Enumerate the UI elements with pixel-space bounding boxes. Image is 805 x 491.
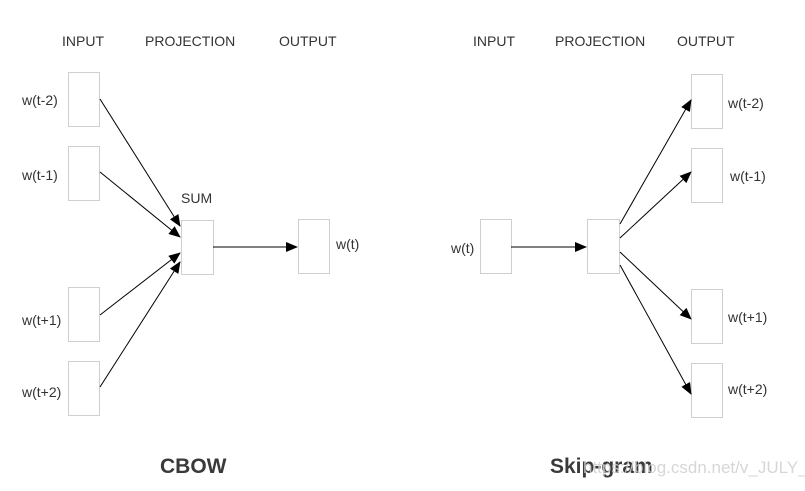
- cbow-input-label: w(t+2): [22, 384, 62, 400]
- cbow-input-label: w(t-1): [22, 167, 58, 183]
- skipgram-input-label: w(t): [451, 240, 475, 256]
- skipgram-input-box: [480, 219, 512, 274]
- skipgram-projection-box: [587, 219, 620, 274]
- cbow-input-box: [68, 146, 100, 201]
- arrow: [99, 261, 181, 388]
- skipgram-output-box: [691, 148, 723, 203]
- arrow: [619, 251, 692, 320]
- skipgram-header-input: INPUT: [473, 33, 515, 49]
- cbow-header-projection: PROJECTION: [145, 33, 236, 49]
- cbow-sum-label: SUM: [181, 190, 213, 206]
- cbow-input-box: [68, 287, 100, 342]
- cbow-title: CBOW: [160, 455, 227, 478]
- cbow-input-box: [68, 361, 100, 416]
- skipgram-header-output: OUTPUT: [677, 33, 735, 49]
- cbow-header-input: INPUT: [62, 33, 104, 49]
- arrow: [99, 171, 181, 238]
- cbow-input-label: w(t-2): [22, 92, 58, 108]
- skipgram-output-box: [691, 74, 723, 129]
- cbow-input-box: [68, 72, 100, 127]
- skipgram-title: Skip-gram: [550, 455, 653, 478]
- skipgram-header-projection: PROJECTION: [555, 33, 646, 49]
- cbow-header-output: OUTPUT: [279, 33, 337, 49]
- skipgram-output-label: w(t-2): [728, 95, 764, 111]
- watermark: https://blog.csdn.net/v_JULY_v: [583, 458, 805, 477]
- arrow: [619, 99, 692, 225]
- cbow-output-box: [298, 219, 330, 274]
- cbow-output-label: w(t): [336, 236, 360, 252]
- skipgram-output-label: w(t+2): [728, 381, 768, 397]
- skipgram-output-label: w(t+1): [728, 309, 768, 325]
- arrow: [99, 252, 181, 316]
- arrow: [99, 98, 181, 227]
- skipgram-output-label: w(t-1): [730, 168, 766, 184]
- skipgram-output-box: [691, 363, 723, 418]
- arrow: [619, 171, 692, 239]
- arrow: [619, 264, 692, 395]
- cbow-input-label: w(t+1): [22, 312, 62, 328]
